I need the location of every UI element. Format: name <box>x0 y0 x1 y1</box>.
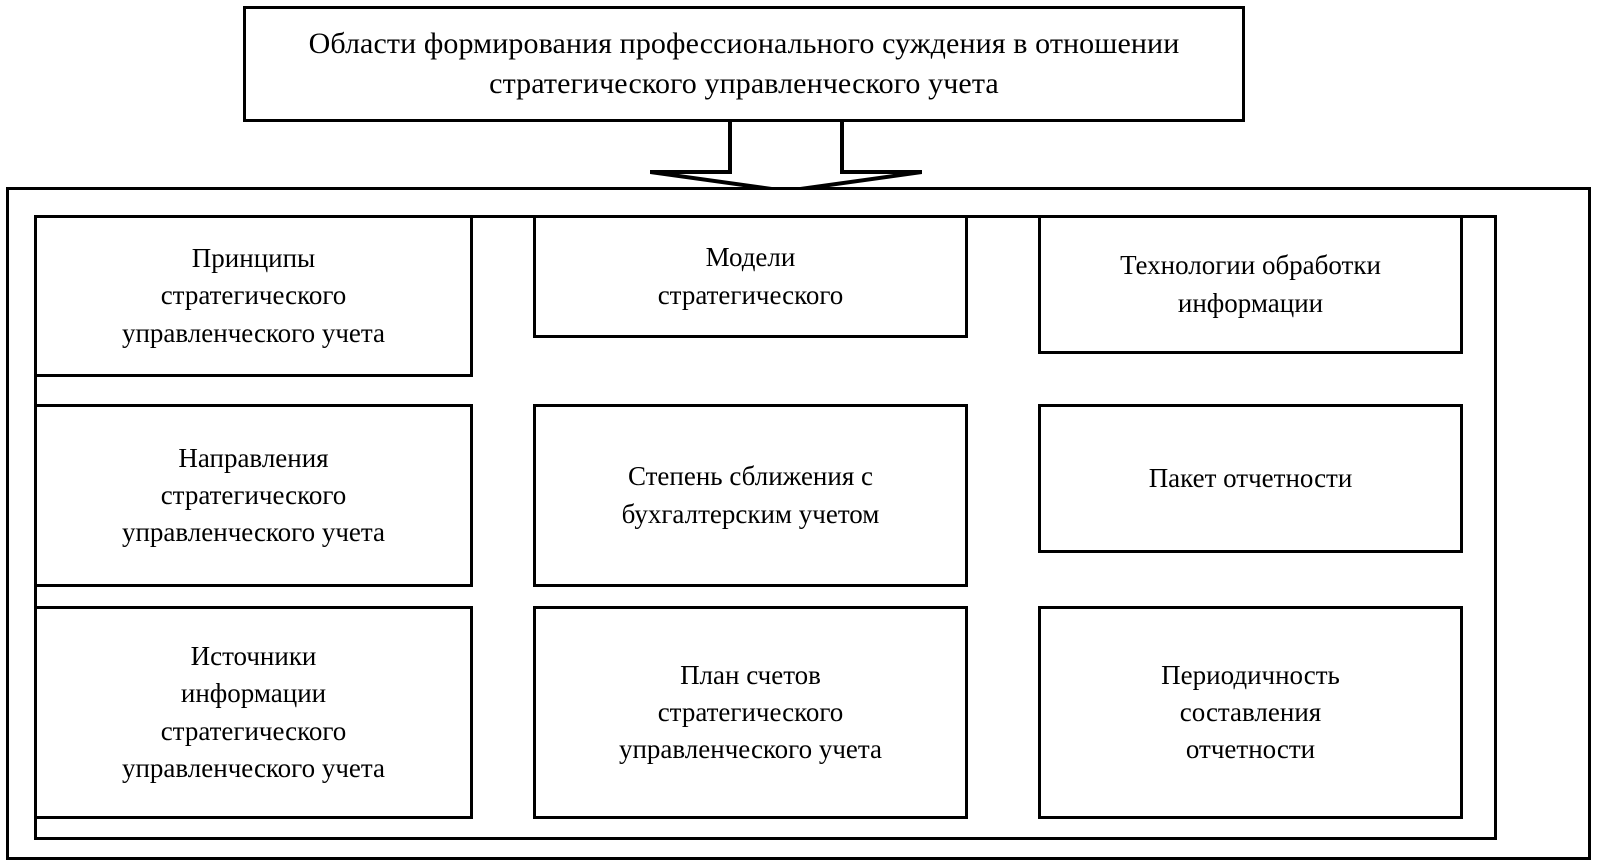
category-label: Технологии обработки информации <box>1120 250 1381 318</box>
diagram-title-text: Области формирования профессионального с… <box>308 27 1180 100</box>
category-box-reporting-package[interactable]: Пакет отчетности <box>1038 404 1463 553</box>
down-block-arrow-icon <box>650 120 922 192</box>
category-box-models[interactable]: Модели стратегического <box>533 215 968 338</box>
category-label: Принципы стратегического управленческого… <box>121 243 386 348</box>
category-label: Периодичность составления отчетности <box>1161 659 1340 765</box>
category-box-directions[interactable]: Направления стратегического управленческ… <box>34 404 473 587</box>
category-box-processing-technologies[interactable]: Технологии обработки информации <box>1038 215 1463 354</box>
category-box-convergence-degree[interactable]: Степень сближения с бухгалтерским учетом <box>533 404 968 587</box>
category-label: Направления стратегического управленческ… <box>121 442 386 548</box>
category-label: План счетов стратегического управленческ… <box>618 659 883 765</box>
category-box-principles[interactable]: Принципы стратегического управленческого… <box>34 215 473 377</box>
category-box-information-sources[interactable]: Источники информации стратегического упр… <box>34 606 473 819</box>
category-box-chart-of-accounts[interactable]: План счетов стратегического управленческ… <box>533 606 968 819</box>
category-box-reporting-frequency[interactable]: Периодичность составления отчетности <box>1038 606 1463 819</box>
category-label: Источники информации стратегического упр… <box>121 641 386 783</box>
category-label: Модели стратегического <box>657 242 844 310</box>
category-label: Степень сближения с бухгалтерским учетом <box>621 461 880 529</box>
category-label: Пакет отчетности <box>1148 462 1353 493</box>
diagram-title-box: Области формирования профессионального с… <box>243 6 1245 122</box>
